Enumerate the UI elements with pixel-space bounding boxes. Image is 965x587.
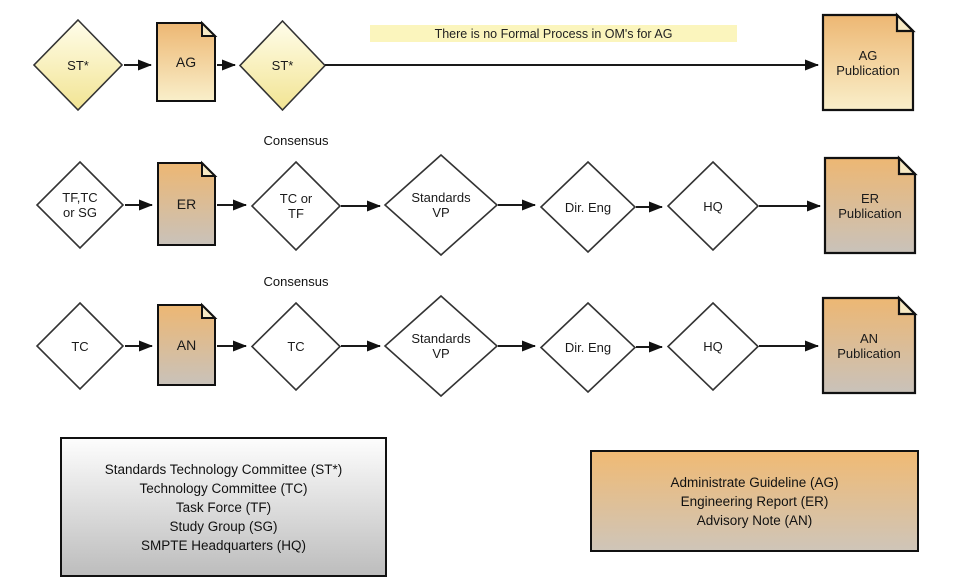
tf-tc-sg-diamond [35,160,125,250]
node-label-ag-doc: AG [175,53,197,70]
tc-diamond-review-an [250,301,342,392]
legend-committees-box: Standards Technology Committee (ST*) Tec… [60,437,387,577]
consensus-label-er: Consensus [263,133,329,148]
an-document-fold-icon [201,302,218,319]
node-label-tc-start: TC [71,338,89,354]
node-label-an-doc: AN [176,336,197,353]
node-label-tctf: TC or TF [279,191,313,221]
an-publication-document-shape [821,296,917,395]
legend-line-er: Engineering Report (ER) [680,493,829,509]
node-label-er-doc: ER [176,195,197,212]
dir-eng-diamond-er [539,160,637,254]
node-label-st1: ST* [67,57,89,73]
node-label-dir-eng-er: Dir. Eng [564,199,612,215]
ag-document-fold-icon [201,20,218,37]
node-label-ag-publication: AG Publication [836,47,900,78]
legend-line-st: Standards Technology Committee (ST*) [104,461,343,477]
tc-or-tf-diamond [250,160,342,252]
st-decision-diamond-2 [238,19,327,112]
legend-line-ag: Administrate Guideline (AG) [670,474,839,490]
er-document-shape [157,162,216,246]
an-document-shape [157,304,216,386]
an-publication-fold-icon [897,295,918,316]
hq-diamond-er [666,160,760,252]
ag-publication-document-shape [821,13,915,112]
node-label-st2: ST* [271,58,294,73]
node-label-tftcsg: TF,TC or SG [62,190,98,220]
node-label-hq-an: HQ [703,339,723,354]
node-label-an-publication: AN Publication [837,330,901,361]
legend-line-sg: Study Group (SG) [169,518,278,534]
consensus-label-an: Consensus [263,274,329,289]
standards-vp-diamond-an [383,294,499,398]
ag-note-annotation: There is no Formal Process in OM's for A… [370,25,737,42]
standards-vp-diamond-er [383,153,499,257]
node-label-dir-eng-an: Dir. Eng [564,340,612,355]
st-decision-diamond-1 [32,18,124,112]
legend-line-tc: Technology Committee (TC) [139,480,308,496]
ag-publication-fold-icon [895,12,916,33]
er-publication-fold-icon [897,155,918,176]
dir-eng-diamond-an [539,301,637,394]
node-label-er-publication: ER Publication [838,190,902,221]
legend-line-an: Advisory Note (AN) [696,512,813,528]
legend-documents-box: Administrate Guideline (AG) Engineering … [590,450,919,552]
legend-line-hq: SMPTE Headquarters (HQ) [140,537,307,553]
legend-line-tf: Task Force (TF) [175,499,272,515]
node-label-hq-er: HQ [703,198,723,214]
node-label-standards-vp-an: Standards VP [411,331,471,361]
er-publication-document-shape [823,156,917,255]
er-document-fold-icon [201,160,218,177]
ag-document-shape [156,22,216,102]
node-label-tc-review: TC [287,339,305,354]
node-label-standards-vp-er: Standards VP [411,190,471,220]
tc-diamond-start-an [35,301,125,391]
hq-diamond-an [666,301,760,392]
